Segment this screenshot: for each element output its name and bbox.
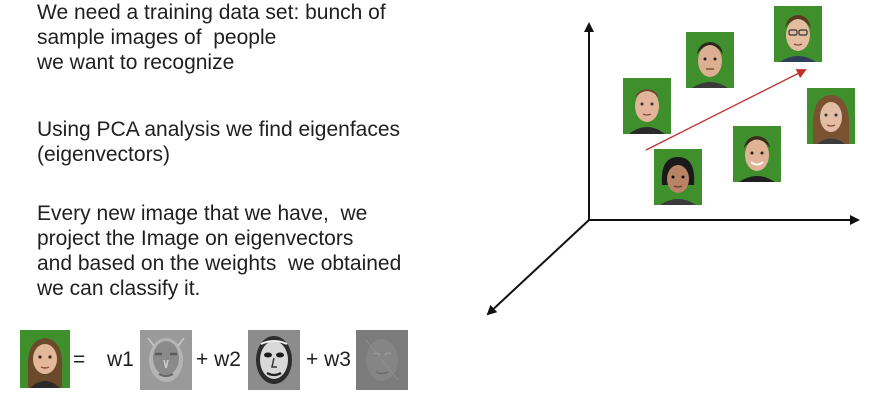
eigenface-1-image — [140, 330, 192, 390]
text-line: we want to recognize — [37, 51, 235, 74]
face-image — [774, 6, 822, 62]
face-image — [686, 32, 734, 88]
axes-svg — [486, 22, 860, 316]
face-image — [733, 126, 781, 182]
eigenface-2-image — [248, 330, 300, 390]
equals-sign: = — [73, 348, 86, 371]
input-face-image — [20, 330, 70, 388]
projection-arrow — [645, 69, 807, 151]
text-line: and based on the weights we obtained — [37, 252, 402, 275]
face-space-diagram — [480, 0, 869, 400]
weight-w3-label: + w3 — [306, 348, 351, 371]
training-data-text: We need a training data set: bunch of sa… — [37, 0, 477, 75]
face-image — [654, 149, 702, 205]
face-image — [623, 78, 671, 134]
weight-w1-label: w1 — [107, 348, 134, 371]
eigenface-equation: = w1 + w2 + w3 — [20, 330, 440, 390]
text-line: project the Image on eigenvectors — [37, 227, 354, 250]
projection-text: Every new image that we have, we project… — [37, 201, 477, 301]
text-line: We need a training data set: bunch of — [37, 1, 386, 24]
text-line: (eigenvectors) — [37, 143, 171, 166]
text-line: sample images of people — [37, 26, 277, 49]
depth-axis — [486, 219, 590, 316]
pca-text: Using PCA analysis we find eigenfaces (e… — [37, 117, 477, 167]
face-image — [807, 88, 855, 144]
text-line: Using PCA analysis we find eigenfaces — [37, 118, 401, 141]
text-line: we can classify it. — [37, 277, 201, 300]
eigenface-3-image — [356, 330, 408, 390]
text-line: Every new image that we have, we — [37, 202, 368, 225]
weight-w2-label: + w2 — [196, 348, 241, 371]
